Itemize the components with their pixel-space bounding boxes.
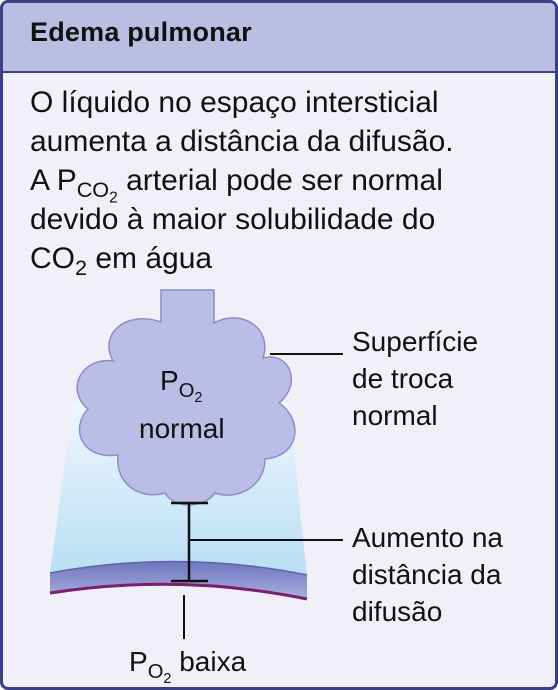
description-line-1: O líquido no espaço intersticial [30, 86, 439, 119]
description-line-5: CO2 em água [30, 242, 213, 280]
alveolus-shape [76, 289, 296, 506]
capillary-top-edge [49, 560, 308, 576]
exchange-surface-label-2: de troca [352, 363, 454, 394]
description-line-3: A PCO2 arterial pode ser normal [30, 164, 443, 207]
title-bar: Edema pulmonar [3, 3, 555, 73]
description-line-4: devido à maior solubilidade do [30, 203, 436, 236]
capillary-po2-label: PO2 baixa [129, 646, 247, 687]
capillary-edge [49, 582, 308, 601]
exchange-surface-label-3: normal [352, 400, 438, 431]
alveolus-normal-label: normal [139, 413, 225, 444]
alveolus-diagram [49, 289, 343, 639]
description-text: O líquido no espaço intersticial aumenta… [30, 83, 550, 278]
alveolus-po2-label: PO2 [160, 365, 203, 406]
page-title: Edema pulmonar [30, 17, 252, 47]
description-line-2: aumenta a distância da difusão. [30, 125, 454, 158]
distance-label-3: difusão [352, 596, 443, 627]
distance-label-2: distância da [352, 559, 502, 590]
exchange-surface-label-1: Superfície [352, 326, 479, 357]
distance-label-1: Aumento na [352, 522, 503, 553]
